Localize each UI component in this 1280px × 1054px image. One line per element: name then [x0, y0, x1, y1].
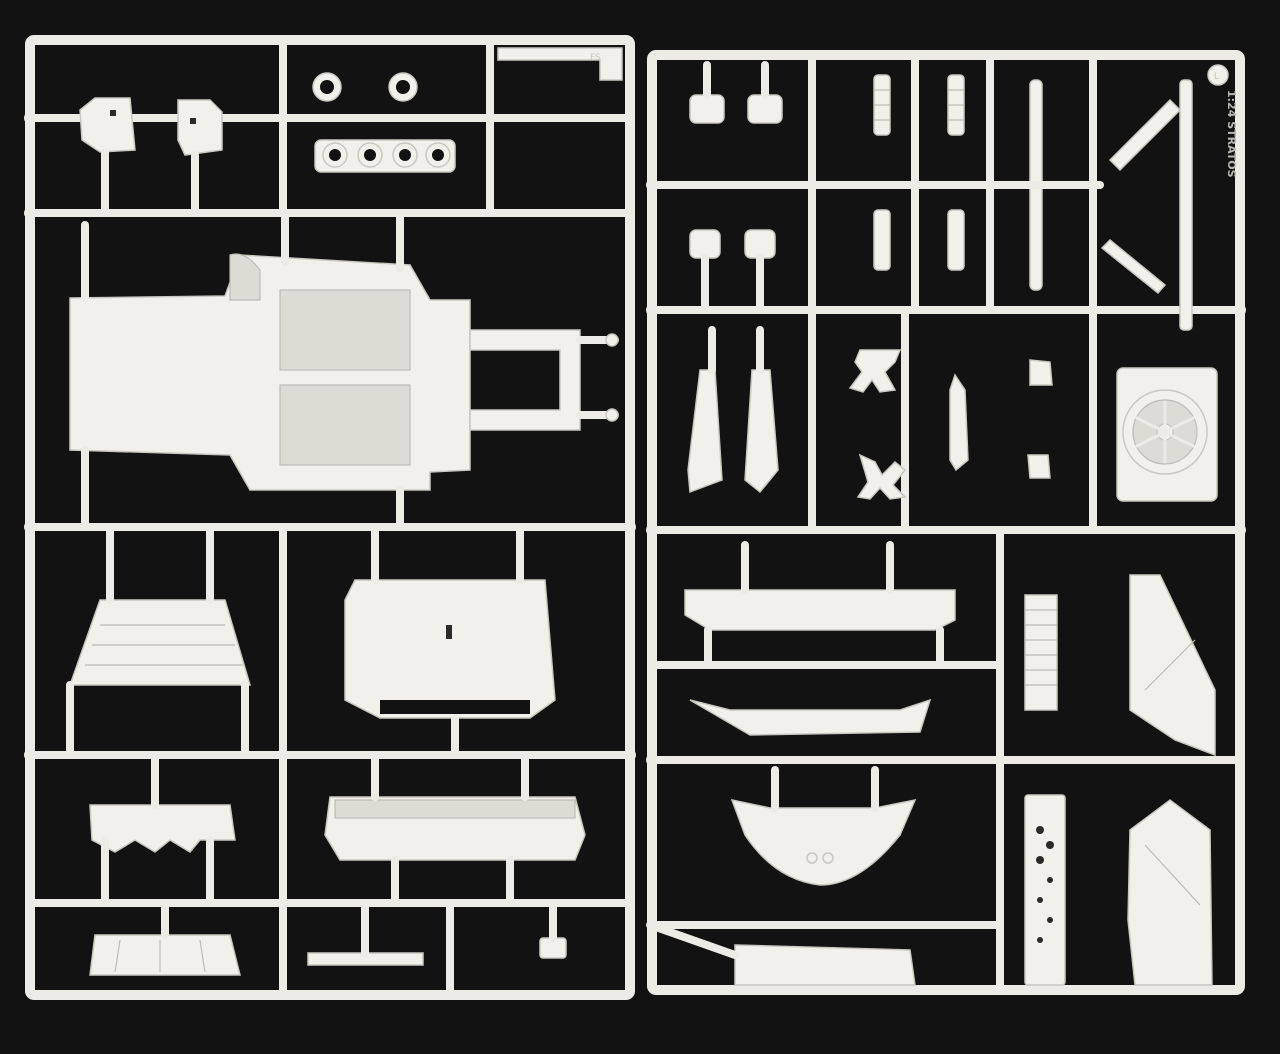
- springs: [873, 74, 965, 271]
- wheel-part: [1116, 367, 1218, 502]
- right-sprue-tag: L: [1214, 72, 1219, 82]
- left-sprue: FS: [24, 35, 636, 1000]
- right-sprue: 1:24 STRATOS L: [646, 50, 1246, 995]
- left-sprue-tag: FS: [590, 53, 601, 63]
- kit-scale-text: 1:24 STRATOS: [1225, 90, 1238, 178]
